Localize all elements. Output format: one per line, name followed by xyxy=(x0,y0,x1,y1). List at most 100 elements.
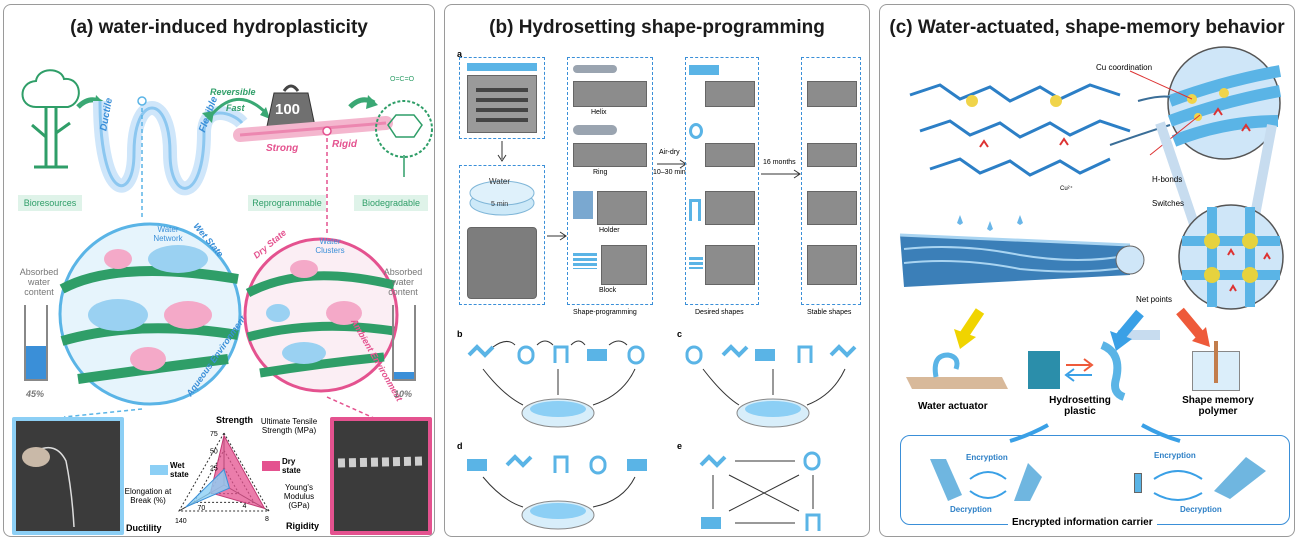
air-dry-time-label: 10–30 min xyxy=(653,169,686,176)
strips-box xyxy=(459,57,545,139)
holder-photo xyxy=(597,191,647,225)
desired-block-photo xyxy=(705,245,755,285)
water-label: Water xyxy=(489,177,511,186)
sixteen-months-label: 16 months xyxy=(763,159,796,166)
sub-label-a: a xyxy=(457,49,463,59)
cycle-diagram-c xyxy=(685,344,857,428)
encryption-cycle-2 xyxy=(1153,470,1203,501)
strips-photo xyxy=(467,75,537,133)
wet-fiber-photo xyxy=(12,417,124,535)
block-stack-icon xyxy=(573,253,597,269)
tick-elong-1: 140 xyxy=(175,518,187,525)
wet-legend-label: Wet state xyxy=(170,461,189,479)
desired-shapes-box xyxy=(685,57,759,305)
wet-legend-swatch xyxy=(150,465,168,475)
stable-holder-photo xyxy=(807,191,857,225)
radar-grid-0 xyxy=(178,432,270,512)
tree-icon xyxy=(21,69,80,169)
panel-a: (a) water-induced hydroplasticity Ductil… xyxy=(3,4,435,537)
cu-ion-label: Cu²⁺ xyxy=(1060,186,1073,192)
fiber-strand xyxy=(22,446,75,528)
holder-block-icon xyxy=(573,191,593,219)
water-box xyxy=(459,165,545,305)
folded-strip-icon xyxy=(930,459,962,501)
desired-shapes-label: Desired shapes xyxy=(695,309,744,316)
dry-legend-label: Dry state xyxy=(282,457,301,475)
desired-ring-icon xyxy=(689,123,703,139)
absorbed-right-label: Absorbed water content xyxy=(383,267,423,297)
carrier-label: Encrypted information carrier xyxy=(1008,517,1157,528)
water-gauge-left xyxy=(24,305,48,381)
panel-b-title: (b) Hydrosetting shape-programming xyxy=(489,17,825,38)
tick-strength-1: 50 xyxy=(210,448,218,455)
network-zoom xyxy=(1178,204,1284,310)
hydrosetting-roll-icon xyxy=(1028,351,1060,389)
cellulose-chains xyxy=(909,83,1131,177)
radar-strength: Strength xyxy=(216,415,253,425)
stable-ring-photo xyxy=(807,143,857,167)
ring-label: Ring xyxy=(593,169,608,176)
radar-elongation: Elongation at Break (%) xyxy=(124,487,172,505)
wet-state-circle xyxy=(58,222,242,406)
sub-label-d: d xyxy=(457,441,463,451)
water-dish-icon xyxy=(469,180,535,216)
desired-holder-photo xyxy=(705,191,755,225)
water-level-right xyxy=(394,371,414,379)
desired-helix-photo xyxy=(705,81,755,107)
shape-memory-label: Shape memory polymer xyxy=(1182,395,1254,417)
fiber-bundle xyxy=(899,215,1145,287)
stable-shapes-box xyxy=(801,57,861,305)
helix-label: Helix xyxy=(591,109,607,116)
shape-programming-box xyxy=(567,57,653,305)
water-clusters-label: Water Clusters xyxy=(315,237,345,255)
tick-strength-0: 75 xyxy=(210,431,218,438)
decryption-label-1: Decryption xyxy=(950,505,992,514)
fiber-zoom-top xyxy=(1167,46,1282,160)
encryption-label-2: Encryption xyxy=(1154,451,1196,460)
stable-block-photo xyxy=(807,245,857,285)
sub-label-e: e xyxy=(677,441,683,451)
panel-b: (b) Hydrosetting shape-programming a Wat… xyxy=(444,4,870,537)
dry-state-area xyxy=(209,434,266,510)
air-dry-arrow xyxy=(657,159,687,169)
strong-label: Strong xyxy=(266,143,299,154)
hbonds-label: H-bonds xyxy=(1152,175,1183,184)
biodegradable-label: Biodegradable xyxy=(354,195,428,211)
reprogrammable-label: Reprogrammable xyxy=(248,195,326,211)
tick-modulus-1: 8 xyxy=(265,516,269,523)
pct-right: 10% xyxy=(394,389,413,399)
heat-arrow-icon xyxy=(1064,358,1094,382)
leader-lines xyxy=(63,96,377,420)
tick-elong-0: 70 xyxy=(197,505,205,512)
ring-photo xyxy=(573,143,647,167)
right-arrow xyxy=(547,231,567,241)
cycle-diagram-e xyxy=(699,451,821,531)
pct-left: 45% xyxy=(26,389,45,399)
desired-block-icon xyxy=(689,257,703,269)
sample-stick-icon xyxy=(1214,341,1218,383)
sugar-molecule-icon xyxy=(375,100,433,177)
ring-rod-icon xyxy=(573,125,617,135)
panel-c: (c) Water-actuated, shape-memory behavio… xyxy=(879,4,1295,537)
dry-state-circle xyxy=(243,237,399,393)
switches-label: Switches xyxy=(1152,199,1185,208)
radar-uts: Ultimate Tensile Strength (MPa) xyxy=(260,417,318,435)
panel-a-title: (a) water-induced hydroplasticity xyxy=(70,17,368,38)
rigid-label: Rigid xyxy=(332,139,357,150)
tick-strength-2: 25 xyxy=(210,466,218,473)
blue-strip xyxy=(467,63,537,71)
tick-modulus-0: 4 xyxy=(243,503,247,510)
rigid-bar xyxy=(233,116,393,142)
net-points-label: Net points xyxy=(1136,295,1173,304)
water-gauge-right xyxy=(392,305,416,381)
block-photo xyxy=(601,245,647,285)
five-min-label: 5 min xyxy=(491,201,509,208)
water-level-left xyxy=(26,345,46,379)
hydrosetting-strip-icon xyxy=(1100,341,1126,401)
reversible-arrow xyxy=(202,97,270,123)
absorbed-left-label: Absorbed water content xyxy=(19,267,59,297)
dry-helix-photo xyxy=(330,417,432,535)
helix-photo xyxy=(573,81,647,107)
cu-coordination-label: Cu coordination xyxy=(1096,63,1153,72)
co2-label: O=C=O xyxy=(390,76,415,83)
